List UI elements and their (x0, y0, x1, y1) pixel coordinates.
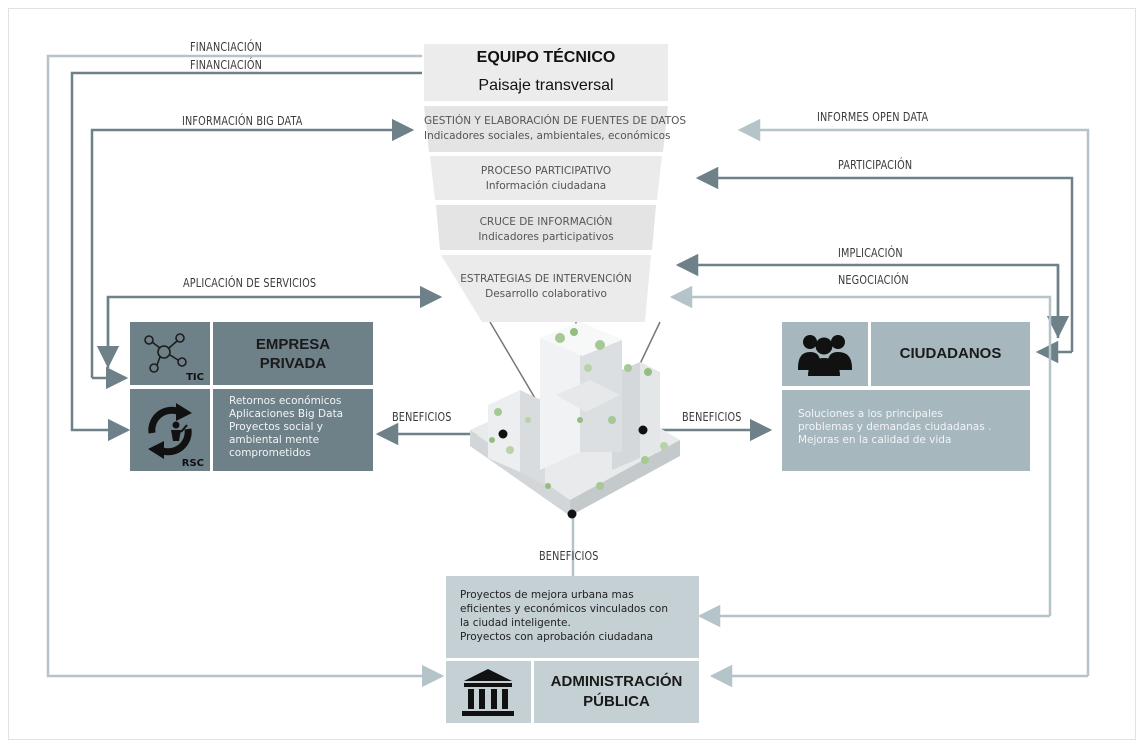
ciudadanos-benefits-box: Soluciones a los principales problemas y… (782, 390, 1030, 471)
funnel-layer-4-sub: Desarrollo colaborativo (485, 288, 607, 300)
label-aplicacion-servicios: APLICACIÓN DE SERVICIOS (183, 275, 317, 290)
ciudadanos-title-box: CIUDADANOS (871, 322, 1030, 386)
benefit-point-left (498, 429, 508, 439)
funnel-layer-2-title: PROCESO PARTICIPATIVO (480, 165, 612, 177)
funnel-layer-2: PROCESO PARTICIPATIVO Información ciudad… (430, 164, 662, 194)
funnel-subtitle: Paisaje transversal (478, 77, 614, 94)
administracion-benefit-1: Proyectos de mejora urbana mas (460, 589, 634, 601)
tic-label: TIC (186, 372, 204, 383)
empresa-privada-title-box: EMPRESA PRIVADA (213, 322, 373, 385)
administracion-benefit-4: Proyectos con aprobación ciudadana (460, 631, 654, 643)
funnel-layer-4: ESTRATEGIAS DE INTERVENCIÓN Desarrollo c… (441, 272, 651, 302)
label-implicacion: IMPLICACIÓN (838, 245, 903, 260)
empresa-title-line2: PRIVADA (259, 354, 327, 372)
recycle-person-icon (148, 403, 192, 459)
diagram-frame (8, 8, 1136, 740)
empresa-title-line1: EMPRESA (255, 335, 331, 353)
empresa-benefit-5: comprometidos (229, 447, 311, 459)
building-illustration (470, 322, 680, 516)
funnel-layer-1-title: GESTIÓN Y ELABORACIÓN DE FUENTES DE DATO… (424, 115, 687, 127)
label-informacion-big-data: INFORMACIÓN BIG DATA (182, 113, 303, 128)
financiacion-outer-arrow (46, 54, 445, 688)
benefit-point-right (638, 425, 648, 435)
label-beneficios-right: BENEFICIOS (682, 409, 742, 424)
institution-icon-box (446, 661, 531, 723)
administracion-benefits-box: Proyectos de mejora urbana mas eficiente… (446, 576, 699, 658)
network-icon (144, 333, 187, 373)
empresa-benefits-box: Retornos económicos Aplicaciones Big Dat… (213, 389, 373, 471)
label-financiacion-2: FINANCIACIÓN (190, 57, 263, 72)
funnel-layer-3-sub: Indicadores participativos (478, 231, 614, 243)
funnel-layer-3: CRUCE DE INFORMACIÓN Indicadores partici… (436, 215, 656, 245)
rsc-icon-box: RSC (130, 389, 210, 471)
label-negociacion: NEGOCIACIÓN (838, 272, 909, 287)
funnel-layer-2-sub: Información ciudadana (485, 180, 607, 192)
funnel-layer-4-title: ESTRATEGIAS DE INTERVENCIÓN (460, 273, 632, 285)
funnel-title: EQUIPO TÉCNICO (476, 49, 616, 66)
participacion-arrow (695, 166, 1074, 352)
funnel-layer-1: GESTIÓN Y ELABORACIÓN DE FUENTES DE DATO… (424, 114, 687, 144)
empresa-benefit-4: ambiental mente (229, 434, 320, 446)
financiacion-inner-arrow (70, 71, 422, 442)
ciudadanos-benefit-3: Mejoras en la calidad de vida (798, 434, 952, 446)
empresa-benefit-1: Retornos económicos (229, 395, 342, 407)
administracion-benefit-3: la ciudad inteligente. (460, 617, 571, 629)
people-icon (798, 335, 852, 376)
big-data-arrow (90, 118, 415, 378)
open-data-arrow (737, 118, 1090, 676)
institution-icon (462, 669, 514, 716)
label-financiacion-1: FINANCIACIÓN (190, 39, 263, 54)
administracion-title-line2: PÚBLICA (583, 693, 650, 710)
rsc-label: RSC (181, 458, 204, 469)
label-beneficios-left: BENEFICIOS (392, 409, 452, 424)
people-icon-box (782, 322, 868, 386)
administracion-title-box: ADMINISTRACIÓN PÚBLICA (534, 661, 699, 723)
empresa-benefit-3: Proyectos social y (229, 421, 323, 433)
label-participacion: PARTICIPACIÓN (838, 157, 913, 172)
label-informes-open-data: INFORMES OPEN DATA (817, 109, 929, 124)
benefit-point-bottom (567, 509, 577, 519)
label-beneficios-bottom: BENEFICIOS (539, 548, 599, 563)
ciudadanos-title: CIUDADANOS (899, 345, 1002, 362)
ciudadanos-benefit-1: Soluciones a los principales (798, 408, 943, 420)
funnel-layer-1-sub: Indicadores sociales, ambientales, econó… (424, 130, 671, 142)
funnel-layer-3-title: CRUCE DE INFORMACIÓN (479, 216, 613, 228)
empresa-benefit-2: Aplicaciones Big Data (229, 408, 344, 420)
administracion-title-line1: ADMINISTRACIÓN (550, 673, 683, 690)
funnel (424, 44, 668, 322)
negociacion-arrow (669, 285, 1052, 616)
tic-icon-box: TIC (130, 322, 210, 385)
administracion-benefit-2: eficientes y económicos vinculados con (460, 603, 669, 615)
ciudadanos-benefit-2: problemas y demandas ciudadanas . (798, 421, 992, 433)
